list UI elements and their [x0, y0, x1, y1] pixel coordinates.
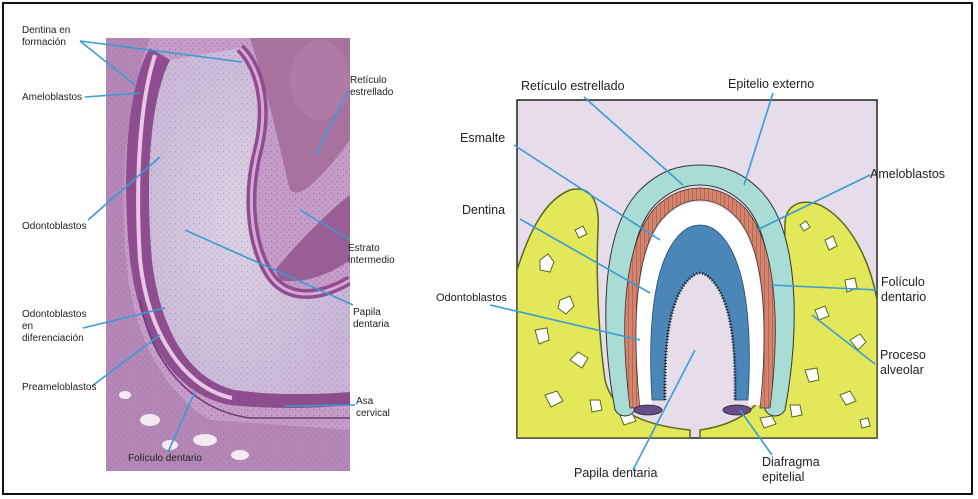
label-estrato-intermedio: Estrato intermedio — [348, 243, 395, 267]
label-odontoblastos-right: Odontoblastos — [436, 292, 507, 304]
label-line: en — [22, 321, 87, 333]
tooth-germ-schematic — [517, 100, 877, 438]
label-line: Dentina en — [22, 25, 70, 37]
label-line: Asa — [356, 396, 390, 408]
label-line: Diafragma — [762, 455, 820, 470]
label-line: dentaria — [353, 319, 389, 331]
epithelial-diaphragm-right — [723, 405, 751, 415]
label-line: diferenciación — [22, 333, 87, 345]
label-line: Proceso — [880, 348, 926, 363]
label-diafragma-epitelial: Diafragma epitelial — [762, 455, 820, 485]
label-proceso-alveolar: Proceso alveolar — [880, 348, 926, 378]
label-asa-cervical: Asa cervical — [356, 396, 390, 420]
label-esmalte: Esmalte — [460, 131, 505, 146]
epithelial-diaphragm-left — [634, 405, 662, 415]
label-ameloblastos-right: Ameloblastos — [870, 167, 945, 182]
label-line: Estrato — [348, 243, 395, 255]
label-papila-dentaria-left: Papila dentaria — [353, 307, 389, 331]
label-line: dentario — [881, 290, 926, 305]
label-reticulo-estrellado-right: Retículo estrellado — [521, 79, 625, 94]
label-line: formación — [22, 37, 70, 49]
label-line: epitelial — [762, 470, 820, 485]
label-foliculo-dentario-left: Folículo dentario — [128, 453, 202, 465]
label-odontoblastos-left: Odontoblastos — [22, 221, 87, 233]
label-line: estrellado — [350, 87, 393, 99]
label-dentina-en-formacion: Dentina en formación — [22, 25, 70, 49]
label-line: alveolar — [880, 363, 926, 378]
label-line: Odontoblastos — [22, 309, 87, 321]
label-papila-dentaria-right: Papila dentaria — [574, 466, 657, 481]
label-line: Folículo — [881, 275, 926, 290]
label-ameloblastos-left: Ameloblastos — [22, 92, 82, 104]
label-odontoblastos-en-diferenciacion: Odontoblastos en diferenciación — [22, 309, 87, 345]
label-preameloblastos: Preameloblastos — [22, 382, 96, 394]
label-line: intermedio — [348, 255, 395, 267]
label-dentina: Dentina — [462, 203, 505, 218]
label-line: cervical — [356, 408, 390, 420]
label-reticulo-estrellado-left: Retículo estrellado — [350, 75, 393, 99]
label-epitelio-externo: Epitelio externo — [728, 77, 814, 92]
label-line: Retículo — [350, 75, 393, 87]
label-foliculo-dentario-right: Folículo dentario — [881, 275, 926, 305]
label-line: Papila — [353, 307, 389, 319]
